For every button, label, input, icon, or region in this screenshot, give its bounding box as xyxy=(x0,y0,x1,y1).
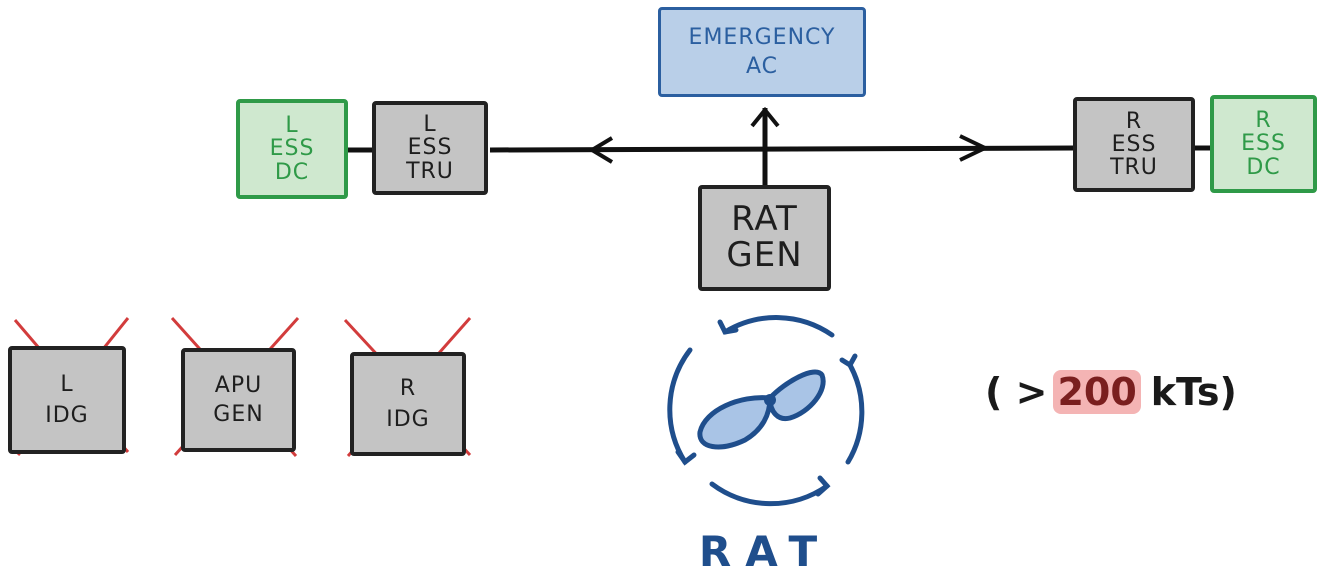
rat-gen-line1: RAT xyxy=(731,199,798,240)
left-ess-dc-bus: L ESS DC xyxy=(236,99,348,199)
right-ess-dc-line1: R xyxy=(1255,108,1272,134)
left-ess-tru-line3: TRU xyxy=(406,158,454,184)
apu-gen-line2: GEN xyxy=(213,402,264,427)
right-ess-dc-line2: ESS xyxy=(1241,131,1286,157)
speed-prefix: ( > xyxy=(985,370,1048,414)
rat-generator: RAT GEN xyxy=(698,185,831,291)
left-idg-line1: L xyxy=(60,371,74,397)
emergency-ac-bus: EMERGENCY AC xyxy=(658,7,866,97)
left-ess-tru-line2: ESS xyxy=(407,135,453,161)
right-ess-tru-line3: TRU xyxy=(1110,155,1158,181)
bus-arrow-right xyxy=(959,134,990,162)
left-idg-line2: IDG xyxy=(45,403,89,428)
rat-rotation-icon xyxy=(667,315,865,507)
rat-label: RAT xyxy=(698,527,832,576)
left-ess-dc-line3: DC xyxy=(274,159,310,185)
right-ess-dc-bus: R ESS DC xyxy=(1210,95,1317,193)
left-ess-dc-line1: L xyxy=(285,113,299,139)
right-ess-dc-line3: DC xyxy=(1246,154,1281,180)
left-ess-tru-line1: L xyxy=(423,112,437,138)
rat-propeller-icon xyxy=(697,369,826,450)
right-idg-line1: R xyxy=(399,375,417,401)
left-ess-tru: L ESS TRU xyxy=(372,101,488,195)
apu-gen-line1: APU xyxy=(214,372,263,398)
emergency-ac-arrow xyxy=(750,106,780,128)
left-idg: L IDG xyxy=(8,346,126,454)
left-ess-dc-line2: ESS xyxy=(269,136,315,162)
emergency-ac-line1: EMERGENCY xyxy=(688,24,836,50)
right-ess-tru-line1: R xyxy=(1125,108,1143,134)
right-idg-line2: IDG xyxy=(386,407,430,432)
main-bus-line xyxy=(489,145,1076,153)
speed-suffix: kTs) xyxy=(1150,370,1237,414)
rat-speed-note: ( > 200 kTs) xyxy=(985,370,1237,414)
emergency-ac-line2: AC xyxy=(745,54,779,79)
rat-gen-line2: GEN xyxy=(726,235,803,275)
right-ess-tru: R ESS TRU xyxy=(1073,97,1195,192)
bus-arrow-left xyxy=(588,136,614,164)
right-idg: R IDG xyxy=(350,352,466,456)
right-ess-tru-line2: ESS xyxy=(1111,131,1157,157)
speed-value: 200 xyxy=(1053,370,1141,414)
apu-generator: APU GEN xyxy=(181,348,296,452)
